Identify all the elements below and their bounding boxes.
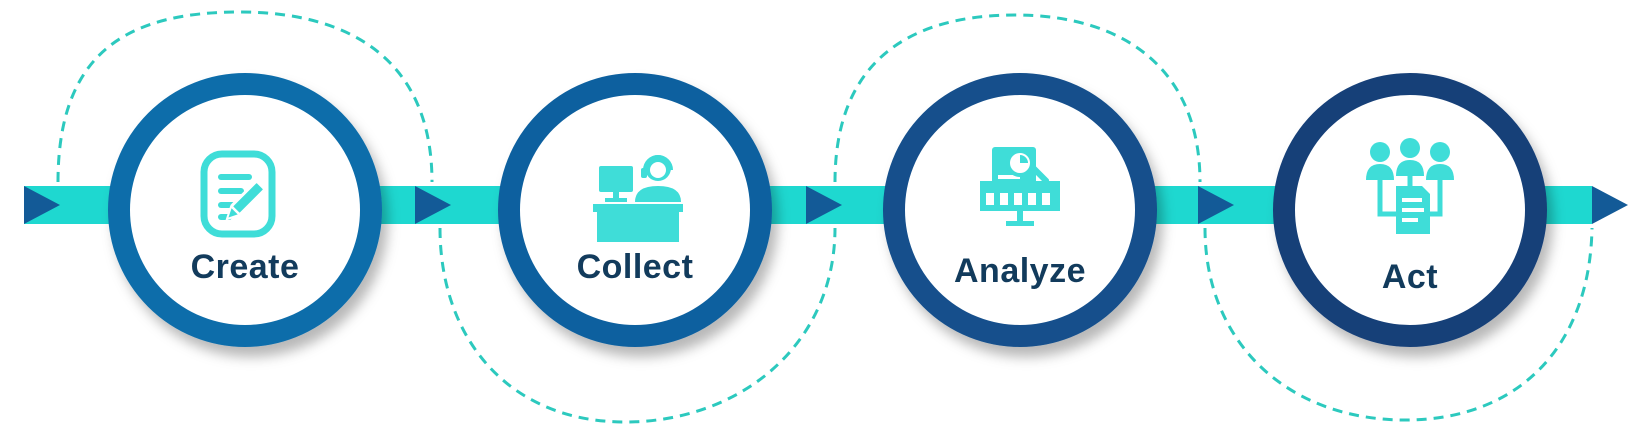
step-label-collect: Collect bbox=[576, 248, 694, 286]
arrow-head bbox=[24, 186, 60, 224]
arrow-head bbox=[415, 186, 451, 224]
support-agent-desk-icon bbox=[593, 155, 683, 242]
arrow-head bbox=[1592, 186, 1628, 224]
step-label-act: Act bbox=[1381, 258, 1439, 296]
step-label-analyze: Analyze bbox=[954, 252, 1086, 290]
dashed-loop-bottom-2 bbox=[1203, 227, 1594, 422]
flow-arrows bbox=[24, 186, 1628, 224]
step-label-create: Create bbox=[190, 248, 300, 286]
report-analysis-icon bbox=[980, 147, 1060, 226]
form-edit-icon bbox=[200, 150, 276, 238]
dashed-loop-top-1 bbox=[56, 10, 434, 183]
dashed-loop-top-2 bbox=[833, 13, 1202, 183]
arrow-head bbox=[806, 186, 842, 224]
arrow-head bbox=[1198, 186, 1234, 224]
dashed-loop-bottom-1 bbox=[438, 227, 837, 424]
team-document-icon bbox=[1366, 138, 1454, 234]
dashed-loop-connectors bbox=[56, 10, 1594, 424]
